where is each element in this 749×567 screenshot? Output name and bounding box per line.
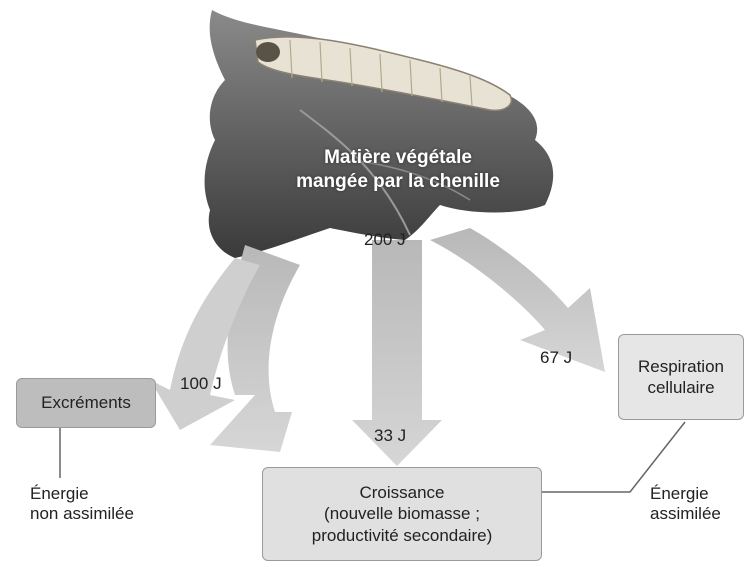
source-label-line1: Matière végétale — [268, 146, 528, 170]
note-non-assimilated-line1: Énergie — [30, 484, 134, 504]
respiration-box-line1: Respiration — [638, 356, 724, 377]
growth-box-line2: (nouvelle biomasse ; — [324, 503, 480, 524]
flow-excrements-label: 100 J — [180, 374, 222, 394]
note-non-assimilated-line2: non assimilée — [30, 504, 134, 524]
growth-box-line1: Croissance — [359, 482, 444, 503]
flow-respiration-label: 67 J — [540, 348, 572, 368]
excrements-box-label: Excréments — [41, 392, 131, 413]
note-non-assimilated: Énergie non assimilée — [30, 484, 134, 525]
note-assimilated-line1: Énergie — [650, 484, 721, 504]
flow-growth-label: 33 J — [374, 426, 406, 446]
connector-growth-respiration — [540, 422, 685, 492]
respiration-box: Respiration cellulaire — [618, 334, 744, 420]
source-label: Matière végétale mangée par la chenille — [268, 146, 528, 194]
source-label-line2: mangée par la chenille — [268, 170, 528, 194]
note-assimilated-line2: assimilée — [650, 504, 721, 524]
arrow-respiration — [430, 228, 605, 372]
note-assimilated: Énergie assimilée — [650, 484, 721, 525]
growth-box: Croissance (nouvelle biomasse ; producti… — [262, 467, 542, 561]
respiration-box-line2: cellulaire — [647, 377, 714, 398]
excrements-box: Excréments — [16, 378, 156, 428]
growth-box-line3: productivité secondaire) — [312, 525, 492, 546]
flow-total-label: 200 J — [364, 230, 406, 250]
